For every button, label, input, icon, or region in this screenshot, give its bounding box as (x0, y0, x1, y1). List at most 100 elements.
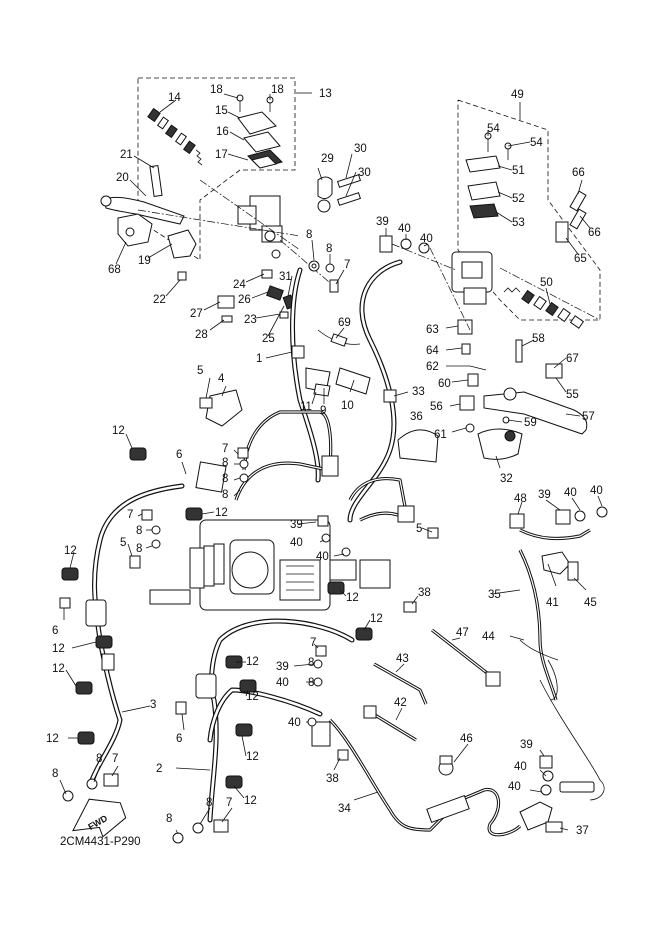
callout-18: 18 (210, 84, 223, 96)
clamps-12 (61, 447, 373, 789)
switches-41-45-48 (509, 513, 579, 581)
callout-17: 17 (215, 149, 228, 161)
callout-25: 25 (262, 333, 275, 345)
callout-39e: 39 (520, 739, 533, 751)
brake-pipes (234, 410, 415, 523)
callout-65: 65 (574, 253, 587, 265)
callout-51: 51 (512, 165, 525, 177)
callout-66b: 66 (588, 227, 601, 239)
callout-6b: 6 (52, 625, 58, 637)
fittings-right (519, 506, 608, 833)
callout-46: 46 (460, 733, 473, 745)
callout-8f: 8 (136, 525, 142, 537)
brake-hose-3 (85, 483, 185, 783)
callout-15: 15 (215, 105, 228, 117)
callout-66: 66 (572, 167, 585, 179)
callout-53: 53 (512, 217, 525, 229)
callout-24: 24 (233, 279, 246, 291)
callout-8d: 8 (222, 473, 228, 485)
callout-61: 61 (434, 429, 447, 441)
callout-47: 47 (456, 627, 469, 639)
callout-5b: 5 (120, 537, 126, 549)
forward-direction-arrow: FWD (72, 798, 127, 838)
callout-6c: 6 (176, 733, 182, 745)
callout-13: 13 (319, 88, 332, 100)
callout-60: 60 (438, 378, 451, 390)
leader-lines (59, 92, 603, 835)
callout-32: 32 (500, 473, 513, 485)
abs-hydraulic-unit (149, 519, 391, 611)
callout-12d: 12 (52, 643, 65, 655)
callout-8l: 8 (308, 657, 314, 669)
callout-40h: 40 (590, 485, 603, 497)
callout-38: 38 (418, 587, 431, 599)
callout-8h: 8 (52, 768, 58, 780)
callout-8j: 8 (166, 813, 172, 825)
callout-49: 49 (511, 89, 524, 101)
brake-pipe-35-44 (518, 528, 605, 801)
callout-8e: 8 (222, 489, 228, 501)
callout-9: 9 (320, 405, 326, 417)
callout-43: 43 (396, 653, 409, 665)
callout-40d: 40 (316, 551, 329, 563)
callout-50: 50 (540, 277, 553, 289)
callout-12h: 12 (246, 751, 259, 763)
callout-12b: 12 (215, 507, 228, 519)
callout-40b: 40 (420, 233, 433, 245)
callout-8g: 8 (136, 543, 142, 555)
callout-35: 35 (488, 589, 501, 601)
bolts-washers (59, 447, 439, 844)
callout-31: 31 (279, 271, 292, 283)
callout-12c: 12 (64, 545, 77, 557)
callout-12g: 12 (244, 795, 257, 807)
callout-54b: 54 (530, 137, 543, 149)
callout-68: 68 (108, 264, 121, 276)
callout-40: 40 (398, 223, 411, 235)
callout-8: 8 (306, 229, 312, 241)
callout-69: 69 (338, 317, 351, 329)
callout-5: 5 (197, 365, 203, 377)
callout-38b: 38 (326, 773, 339, 785)
callout-36: 36 (410, 411, 423, 423)
rear-master-cylinder-assembly (379, 132, 601, 460)
callout-41: 41 (546, 597, 559, 609)
callout-7f: 7 (310, 637, 316, 649)
callout-12j: 12 (246, 691, 259, 703)
brake-hose-33 (347, 259, 403, 523)
brake-pipe-34 (328, 718, 522, 837)
callout-8b: 8 (326, 243, 332, 255)
ties-clamps (363, 628, 501, 776)
callout-12l: 12 (370, 613, 383, 625)
callout-59: 59 (524, 417, 537, 429)
callout-48: 48 (514, 493, 527, 505)
callout-30: 30 (354, 143, 367, 155)
callout-45: 45 (584, 597, 597, 609)
callout-39d: 39 (538, 489, 551, 501)
brake-hose-1 (290, 267, 321, 483)
callout-8c: 8 (222, 457, 228, 469)
callout-10: 10 (341, 400, 354, 412)
callout-19: 19 (138, 255, 151, 267)
callout-4: 4 (218, 373, 225, 385)
hose-holders-9-10-11 (305, 367, 371, 397)
callout-7d: 7 (112, 753, 118, 765)
callout-14: 14 (168, 92, 181, 104)
callout-34: 34 (338, 803, 351, 815)
callout-33: 33 (412, 386, 425, 398)
callout-56: 56 (430, 401, 443, 413)
callout-67: 67 (566, 353, 579, 365)
callout-62: 62 (426, 361, 439, 373)
callout-7b: 7 (222, 443, 228, 455)
callout-27: 27 (190, 308, 203, 320)
callout-23: 23 (244, 314, 257, 326)
callout-22: 22 (153, 294, 166, 306)
callout-54: 54 (487, 123, 500, 135)
callout-42: 42 (394, 697, 407, 709)
callout-39b: 39 (290, 519, 303, 531)
callout-5c: 5 (416, 523, 422, 535)
callout-2: 2 (156, 763, 162, 775)
callout-40e: 40 (276, 677, 289, 689)
callout-21: 21 (120, 149, 133, 161)
callout-7c: 7 (127, 509, 133, 521)
